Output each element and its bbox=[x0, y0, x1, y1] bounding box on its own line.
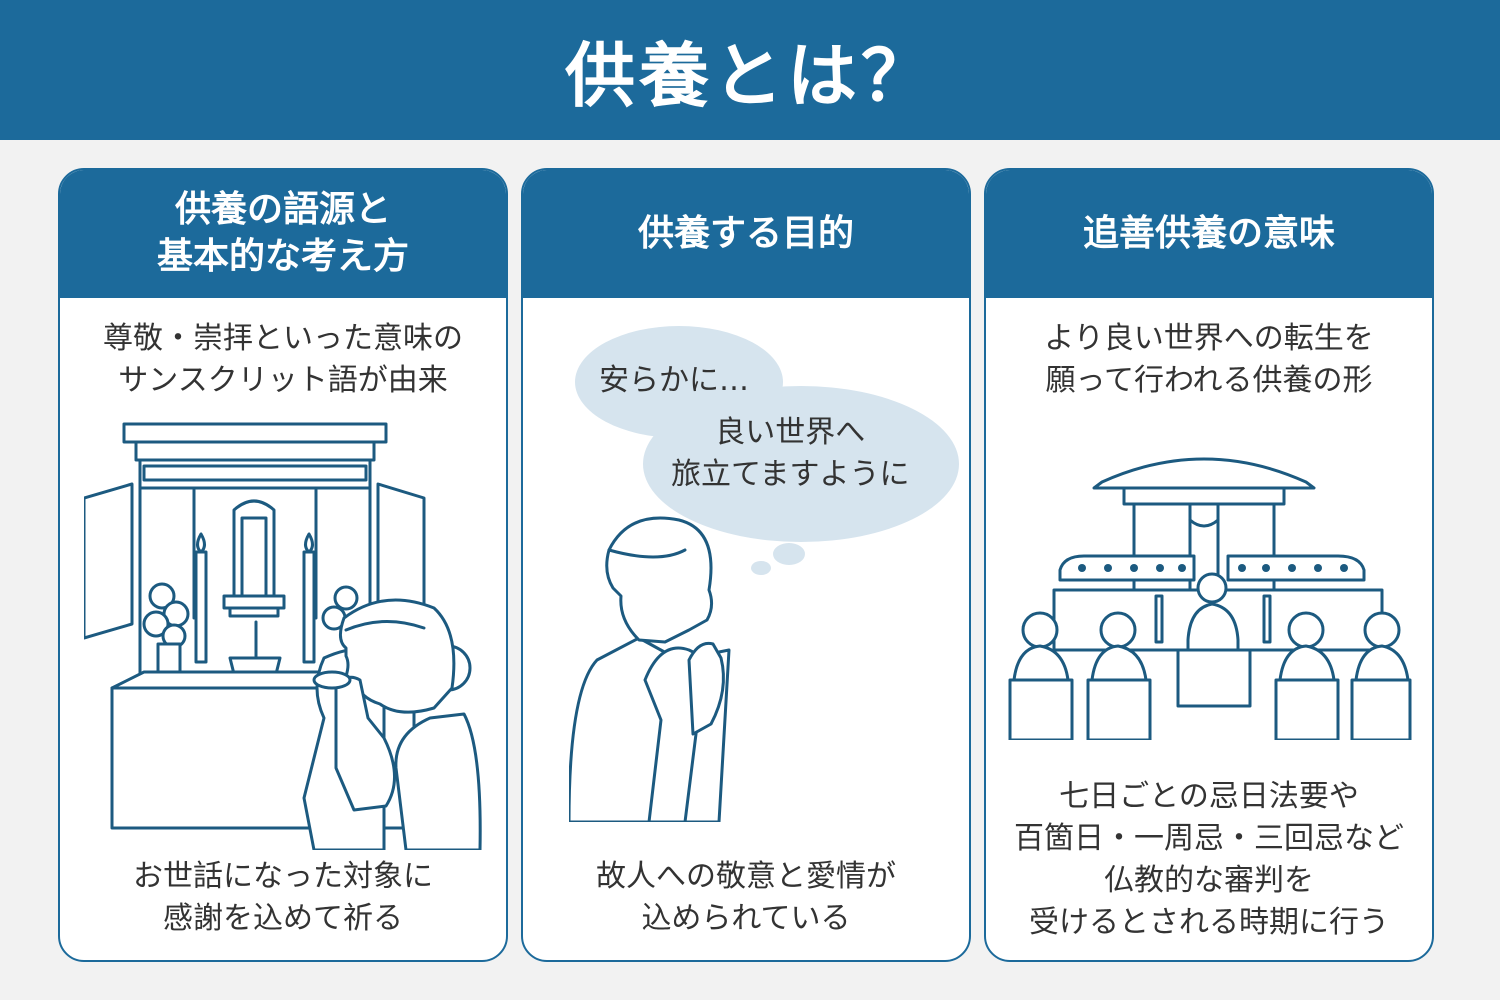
card-heading: 供養の語源と 基本的な考え方 bbox=[156, 189, 409, 277]
card-etymology: 供養の語源と 基本的な考え方 尊敬・崇拝といった意味の サンスクリット語が由来 bbox=[58, 168, 508, 962]
card-bottom-text: 七日ごとの忌日法要や 百箇日・一周忌・三回忌など 仏教的な審判を 受けるとされる… bbox=[1014, 779, 1404, 940]
bubble-text-1: 安らかに… bbox=[599, 363, 749, 398]
card-bottom-text: 故人への敬意と愛情が 込められている bbox=[596, 859, 896, 936]
card-header: 供養する目的 bbox=[523, 170, 969, 298]
page-title: 供養とは？ bbox=[565, 34, 935, 117]
card-top-text: 尊敬・崇拝といった意味の サンスクリット語が由来 bbox=[103, 321, 463, 398]
bubble-text-2: 良い世界へ 旅立てますように bbox=[671, 415, 910, 492]
card-bottom-text: お世話になった対象に 感謝を込めて祈る bbox=[133, 859, 433, 936]
card-purpose: 供養する目的 安らかに… 良い世界へ 旅立てますように 故人への敬意と愛情が 込… bbox=[521, 168, 971, 962]
card-heading: 供養する目的 bbox=[637, 212, 854, 254]
card-heading: 追善供養の意味 bbox=[1082, 212, 1335, 254]
thought-bubble-icon bbox=[575, 326, 959, 575]
card-top-text: より良い世界への転生を 願って行われる供養の形 bbox=[1044, 321, 1374, 398]
butsudan-icon bbox=[84, 422, 482, 850]
card-header: 供養の語源と 基本的な考え方 bbox=[60, 170, 506, 298]
memorial-service-icon bbox=[1008, 457, 1412, 740]
card-tsuizen: 追善供養の意味 より良い世界への転生を 願って行われる供養の形 bbox=[984, 168, 1434, 962]
card-header: 追善供養の意味 bbox=[986, 170, 1432, 298]
title-banner: 供養とは？ bbox=[0, 0, 1500, 140]
praying-man-icon bbox=[569, 516, 731, 822]
